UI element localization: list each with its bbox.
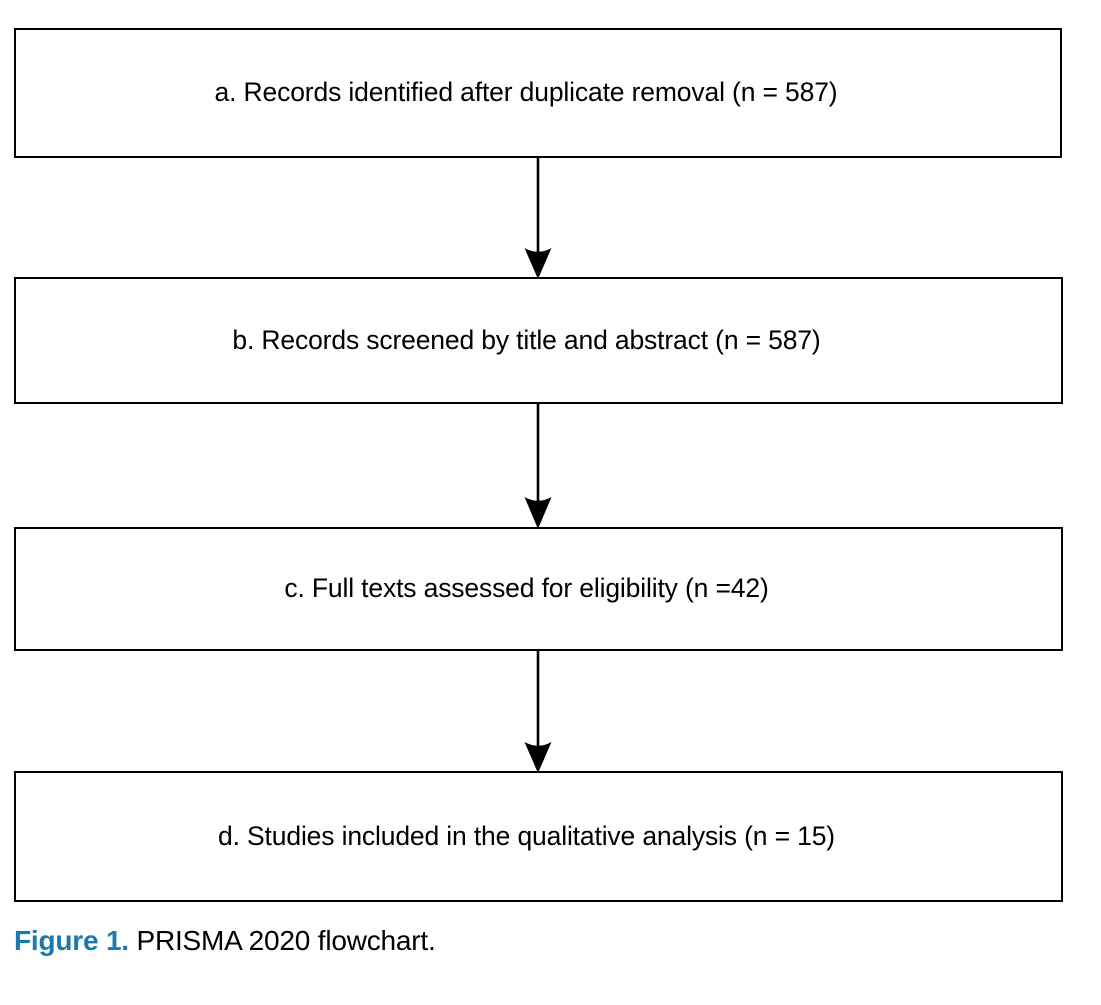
figure-caption-number: Figure 1. (14, 925, 129, 956)
flow-arrow-b-to-c (513, 404, 563, 529)
flow-node-b-label: b. Records screened by title and abstrac… (232, 324, 821, 355)
flow-arrow-a-to-b (513, 158, 563, 279)
flow-node-d-label: d. Studies included in the qualitative a… (218, 820, 835, 851)
flow-node-a-label: a. Records identified after duplicate re… (214, 77, 838, 108)
flow-node-b-records-screened: b. Records screened by title and abstrac… (14, 277, 1063, 404)
figure-caption: Figure 1. PRISMA 2020 flowchart. (14, 924, 436, 958)
flow-node-c-label: c. Full texts assessed for eligibility (… (284, 573, 769, 604)
flow-node-d-studies-included: d. Studies included in the qualitative a… (14, 771, 1063, 902)
figure-caption-text: PRISMA 2020 flowchart. (136, 925, 436, 956)
flow-node-c-full-texts-assessed: c. Full texts assessed for eligibility (… (14, 527, 1063, 651)
flow-arrow-c-to-d (513, 651, 563, 773)
flow-node-a-records-identified: a. Records identified after duplicate re… (14, 28, 1062, 158)
